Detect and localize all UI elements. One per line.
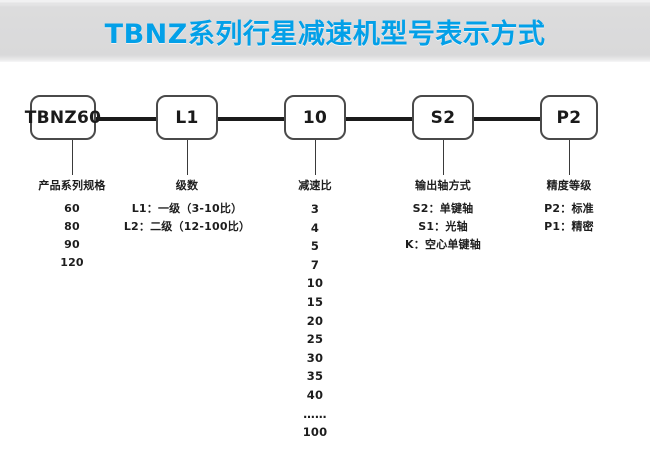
column-header-series: 产品系列规格 (38, 179, 106, 192)
drop-line-precision (569, 140, 570, 175)
list-item: 80 (64, 220, 80, 233)
connector-ratio-to-shaft (333, 117, 425, 121)
node-box-ratio[interactable]: 10 (284, 95, 346, 140)
list-item: P1：精密 (544, 220, 594, 233)
list-item: 60 (64, 202, 80, 215)
list-item: L2：二级（12-100比） (123, 220, 251, 233)
node-box-stage[interactable]: L1 (156, 95, 218, 140)
list-item: 120 (60, 256, 84, 269)
list-item: 35 (306, 369, 324, 384)
list-item: 20 (306, 313, 324, 328)
node-box-shaft[interactable]: S2 (412, 95, 474, 140)
column-header-stage: 级数 (175, 179, 199, 192)
column-header-shaft: 输出轴方式 (415, 179, 471, 192)
model-code-diagram: TBNZ60 L1 10 S2 P2 产品系列规格 60 80 90 120 级… (0, 62, 650, 470)
column-precision: 精度等级 P2：标准 P1：精密 (499, 177, 639, 236)
list-item: 90 (64, 238, 80, 251)
list-item: 10 (306, 276, 324, 291)
connector-shaft-to-precision (461, 117, 551, 121)
list-item: 40 (306, 387, 324, 402)
list-item: L1：一级（3-10比） (131, 202, 243, 215)
list-item: …… (303, 406, 327, 421)
column-shaft: 输出轴方式 S2：单键轴 S1：光轴 K：空心单键轴 (373, 177, 513, 254)
drop-line-series (72, 140, 73, 175)
list-item: S2：单键轴 (412, 202, 474, 215)
list-item: 3 (310, 202, 320, 216)
list-item: 5 (310, 239, 320, 254)
list-item: 25 (306, 332, 324, 347)
list-item: P2：标准 (544, 202, 594, 215)
list-item: 100 (302, 425, 328, 440)
drop-line-ratio (315, 140, 316, 175)
column-stage: 级数 L1：一级（3-10比） L2：二级（12-100比） (117, 177, 257, 236)
column-ratio: 减速比 3 4 5 7 10 15 20 25 30 35 40 …… 100 (245, 177, 385, 442)
node-box-precision[interactable]: P2 (540, 95, 598, 140)
connector-series-to-stage (78, 117, 166, 121)
connector-stage-to-ratio (205, 117, 297, 121)
column-header-precision: 精度等级 (546, 179, 592, 192)
list-item: S1：光轴 (418, 220, 468, 233)
list-item: K：空心单键轴 (405, 238, 481, 251)
drop-line-stage (187, 140, 188, 175)
drop-line-shaft (443, 140, 444, 175)
column-series: 产品系列规格 60 80 90 120 (2, 177, 142, 272)
list-item: 15 (306, 294, 324, 309)
node-box-series[interactable]: TBNZ60 (25, 95, 101, 140)
list-item: 7 (310, 257, 320, 272)
column-header-ratio: 减速比 (298, 179, 332, 192)
title-banner: TBNZ系列行星减速机型号表示方式 (0, 0, 650, 62)
list-item: 4 (310, 220, 320, 235)
page-title: TBNZ系列行星减速机型号表示方式 (104, 18, 546, 50)
list-item: 30 (306, 350, 324, 365)
